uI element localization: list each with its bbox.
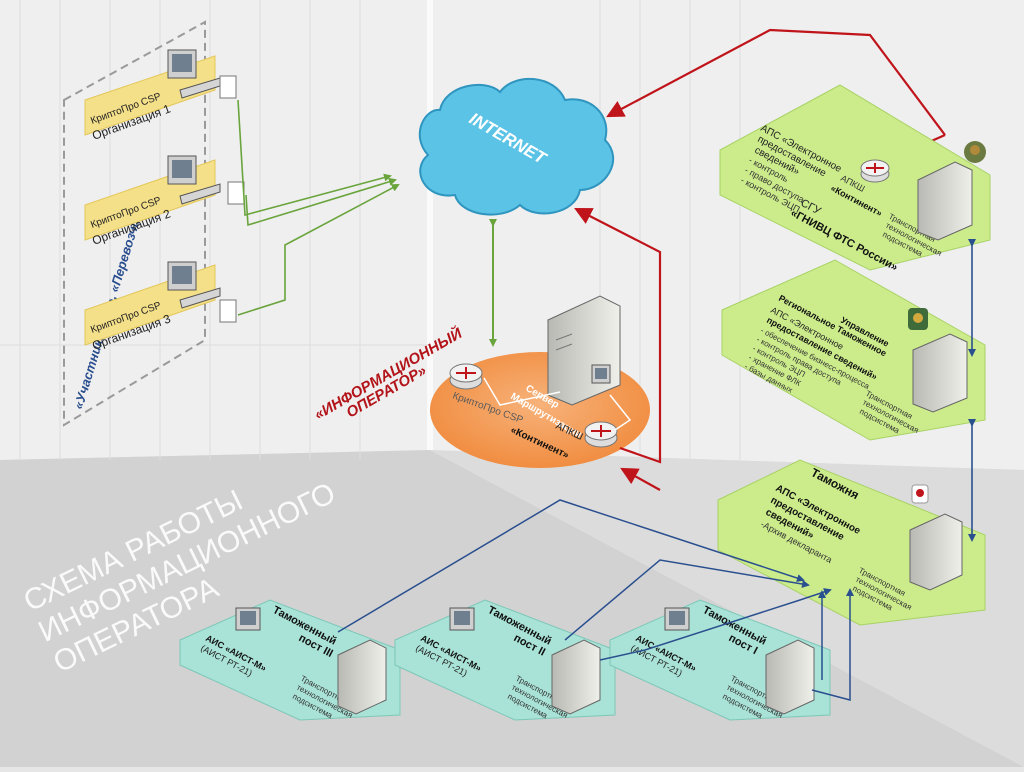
org-1-computer-icon [167, 49, 221, 99]
operator-router-icon-left [449, 363, 483, 390]
org-2-computer-icon [167, 155, 221, 205]
post-1-server-icon [765, 639, 815, 715]
post-1-computer-icon [664, 607, 690, 631]
internet-cloud[interactable]: INTERNET [418, 77, 615, 216]
post-to-customs-links [337, 499, 854, 701]
rtu-emblem-icon [908, 308, 928, 330]
org-3-computer-icon [167, 261, 221, 309]
customs-post-3[interactable]: Таможенный пост III АИС «АИСТ-М» (АИСТ Р… [179, 599, 401, 721]
customs-panel[interactable]: Таможня АПС «Электронное предоставление … [717, 459, 986, 626]
customs-emblem-icon [911, 484, 929, 504]
org-1-document-icon [219, 75, 237, 99]
post-3-server-icon [337, 639, 387, 715]
post-2-server-icon [551, 639, 601, 715]
gnivc-panel[interactable]: АПС «Электронное предоставление сведений… [719, 84, 991, 274]
org-to-internet-lines [237, 99, 400, 316]
customs-post-1[interactable]: Таможенный пост I АИС «АИСТ-М» (АИСТ РТ-… [609, 599, 831, 721]
operator-workstation-icon [591, 364, 611, 384]
gnivc-server-icon [917, 161, 973, 241]
rtu-server-icon [912, 333, 968, 413]
customs-post-2[interactable]: Таможенный пост II АИС «АИСТ-М» (АИСТ РТ… [394, 599, 616, 721]
org-2-document-icon [227, 181, 245, 205]
post-2-computer-icon [449, 607, 475, 631]
gnivc-router-icon [860, 159, 890, 183]
customs-server-icon [909, 513, 963, 591]
org-3-document-icon [219, 299, 237, 323]
operator-router-icon-right [584, 421, 618, 448]
rtu-panel[interactable]: Региональное Таможенное Управление АПС «… [721, 259, 986, 441]
post-3-computer-icon [235, 607, 261, 631]
gnivc-emblem-icon [964, 141, 986, 163]
